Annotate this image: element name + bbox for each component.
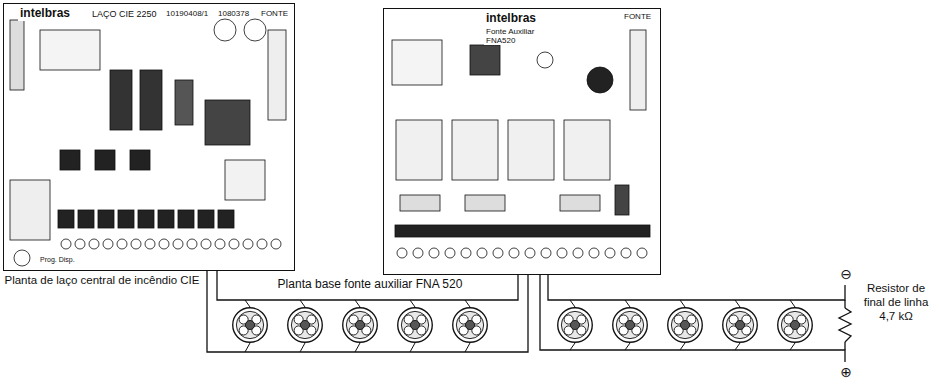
board-marking: FONTE — [622, 12, 653, 21]
circuit-board: intelbrasFonte Auxiliar FNA520 FONTE — [383, 8, 661, 275]
brand-logo: intelbras — [484, 12, 538, 26]
board-marking: 1080378 — [216, 9, 251, 18]
board-marking: FONTE — [259, 9, 290, 18]
loop-wire — [217, 271, 518, 300]
board-marking: 10190408/1 — [164, 9, 210, 18]
cie-board-art — [10, 19, 286, 266]
loop-wiring — [207, 271, 851, 362]
circuit-board: intelbras LAÇO CIE 2250 10190408/1 1080378 F… — [3, 3, 295, 271]
resistor-label: Resistor de final de linha 4,7 kΩ — [857, 282, 935, 323]
board-caption: Planta de laço central de incêndio CIE — [2, 274, 202, 288]
fna-board-art — [392, 30, 650, 258]
polarity-sign: ⊕ — [838, 364, 854, 381]
polarity-sign: ⊖ — [838, 266, 854, 283]
board-marking: Fonte Auxiliar FNA520 — [484, 27, 558, 45]
board-marking: Prog. Disp. — [38, 256, 77, 264]
smoke-detector — [233, 308, 813, 343]
detector-taps — [245, 300, 795, 352]
board-marking: LAÇO CIE 2250 — [90, 9, 159, 19]
brand-logo: intelbras — [18, 7, 72, 21]
board-caption: Planta base fonte auxiliar FNA 520 — [230, 277, 510, 291]
